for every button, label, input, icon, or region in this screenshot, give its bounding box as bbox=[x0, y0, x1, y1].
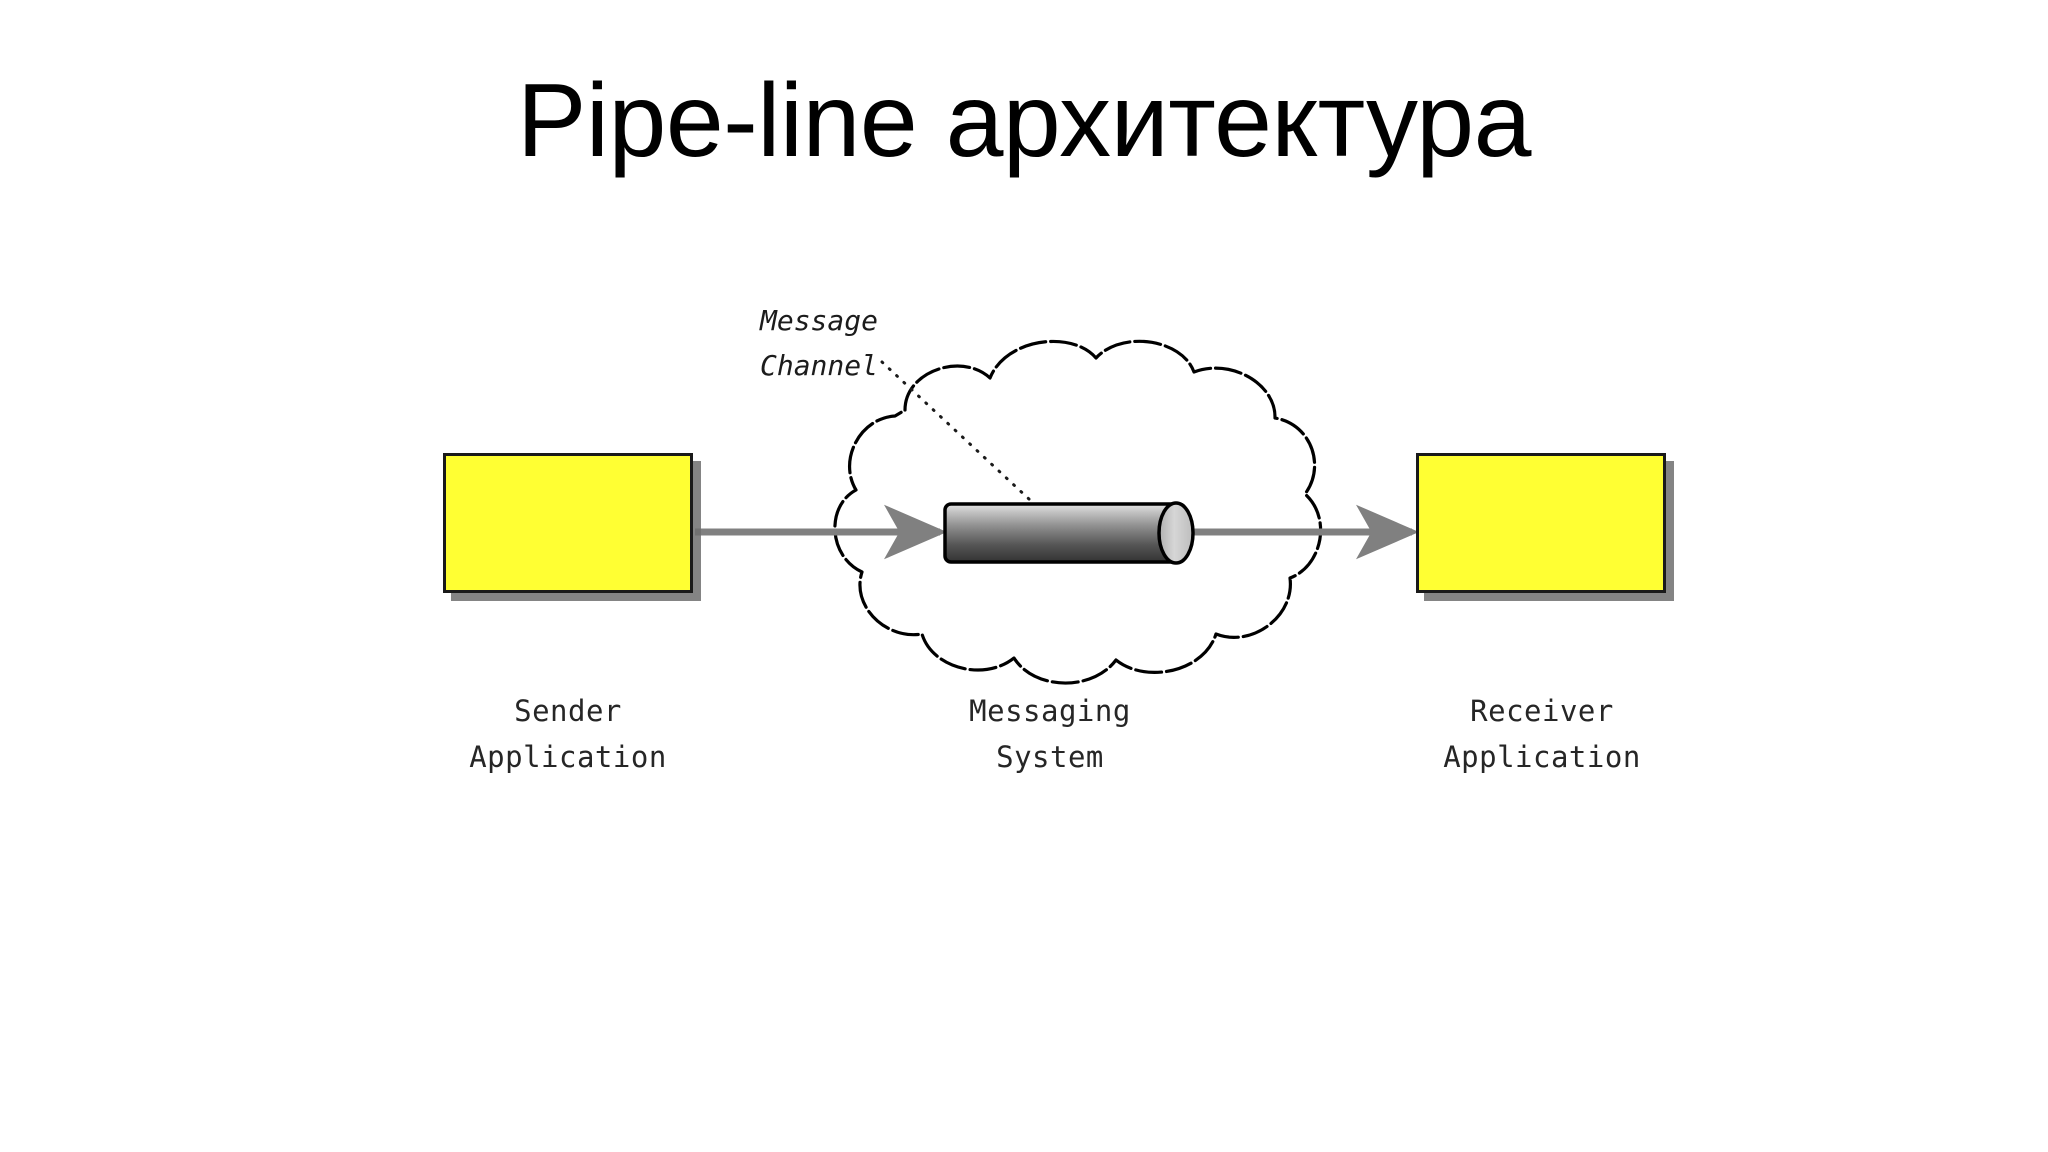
receiver-application-caption: Receiver Application bbox=[1443, 694, 1641, 774]
messaging-system-caption: Messaging System bbox=[969, 694, 1131, 774]
message-channel-pipe bbox=[943, 501, 1195, 565]
page-title: Pipe-line архитектура bbox=[517, 63, 1531, 179]
sender-application-caption: Sender Application bbox=[469, 694, 667, 774]
channel-leader-line bbox=[880, 360, 1032, 502]
receiver-application-box bbox=[1416, 453, 1666, 593]
message-channel-annotation-label: Message Channel bbox=[759, 304, 878, 382]
sender-application-box bbox=[443, 453, 693, 593]
